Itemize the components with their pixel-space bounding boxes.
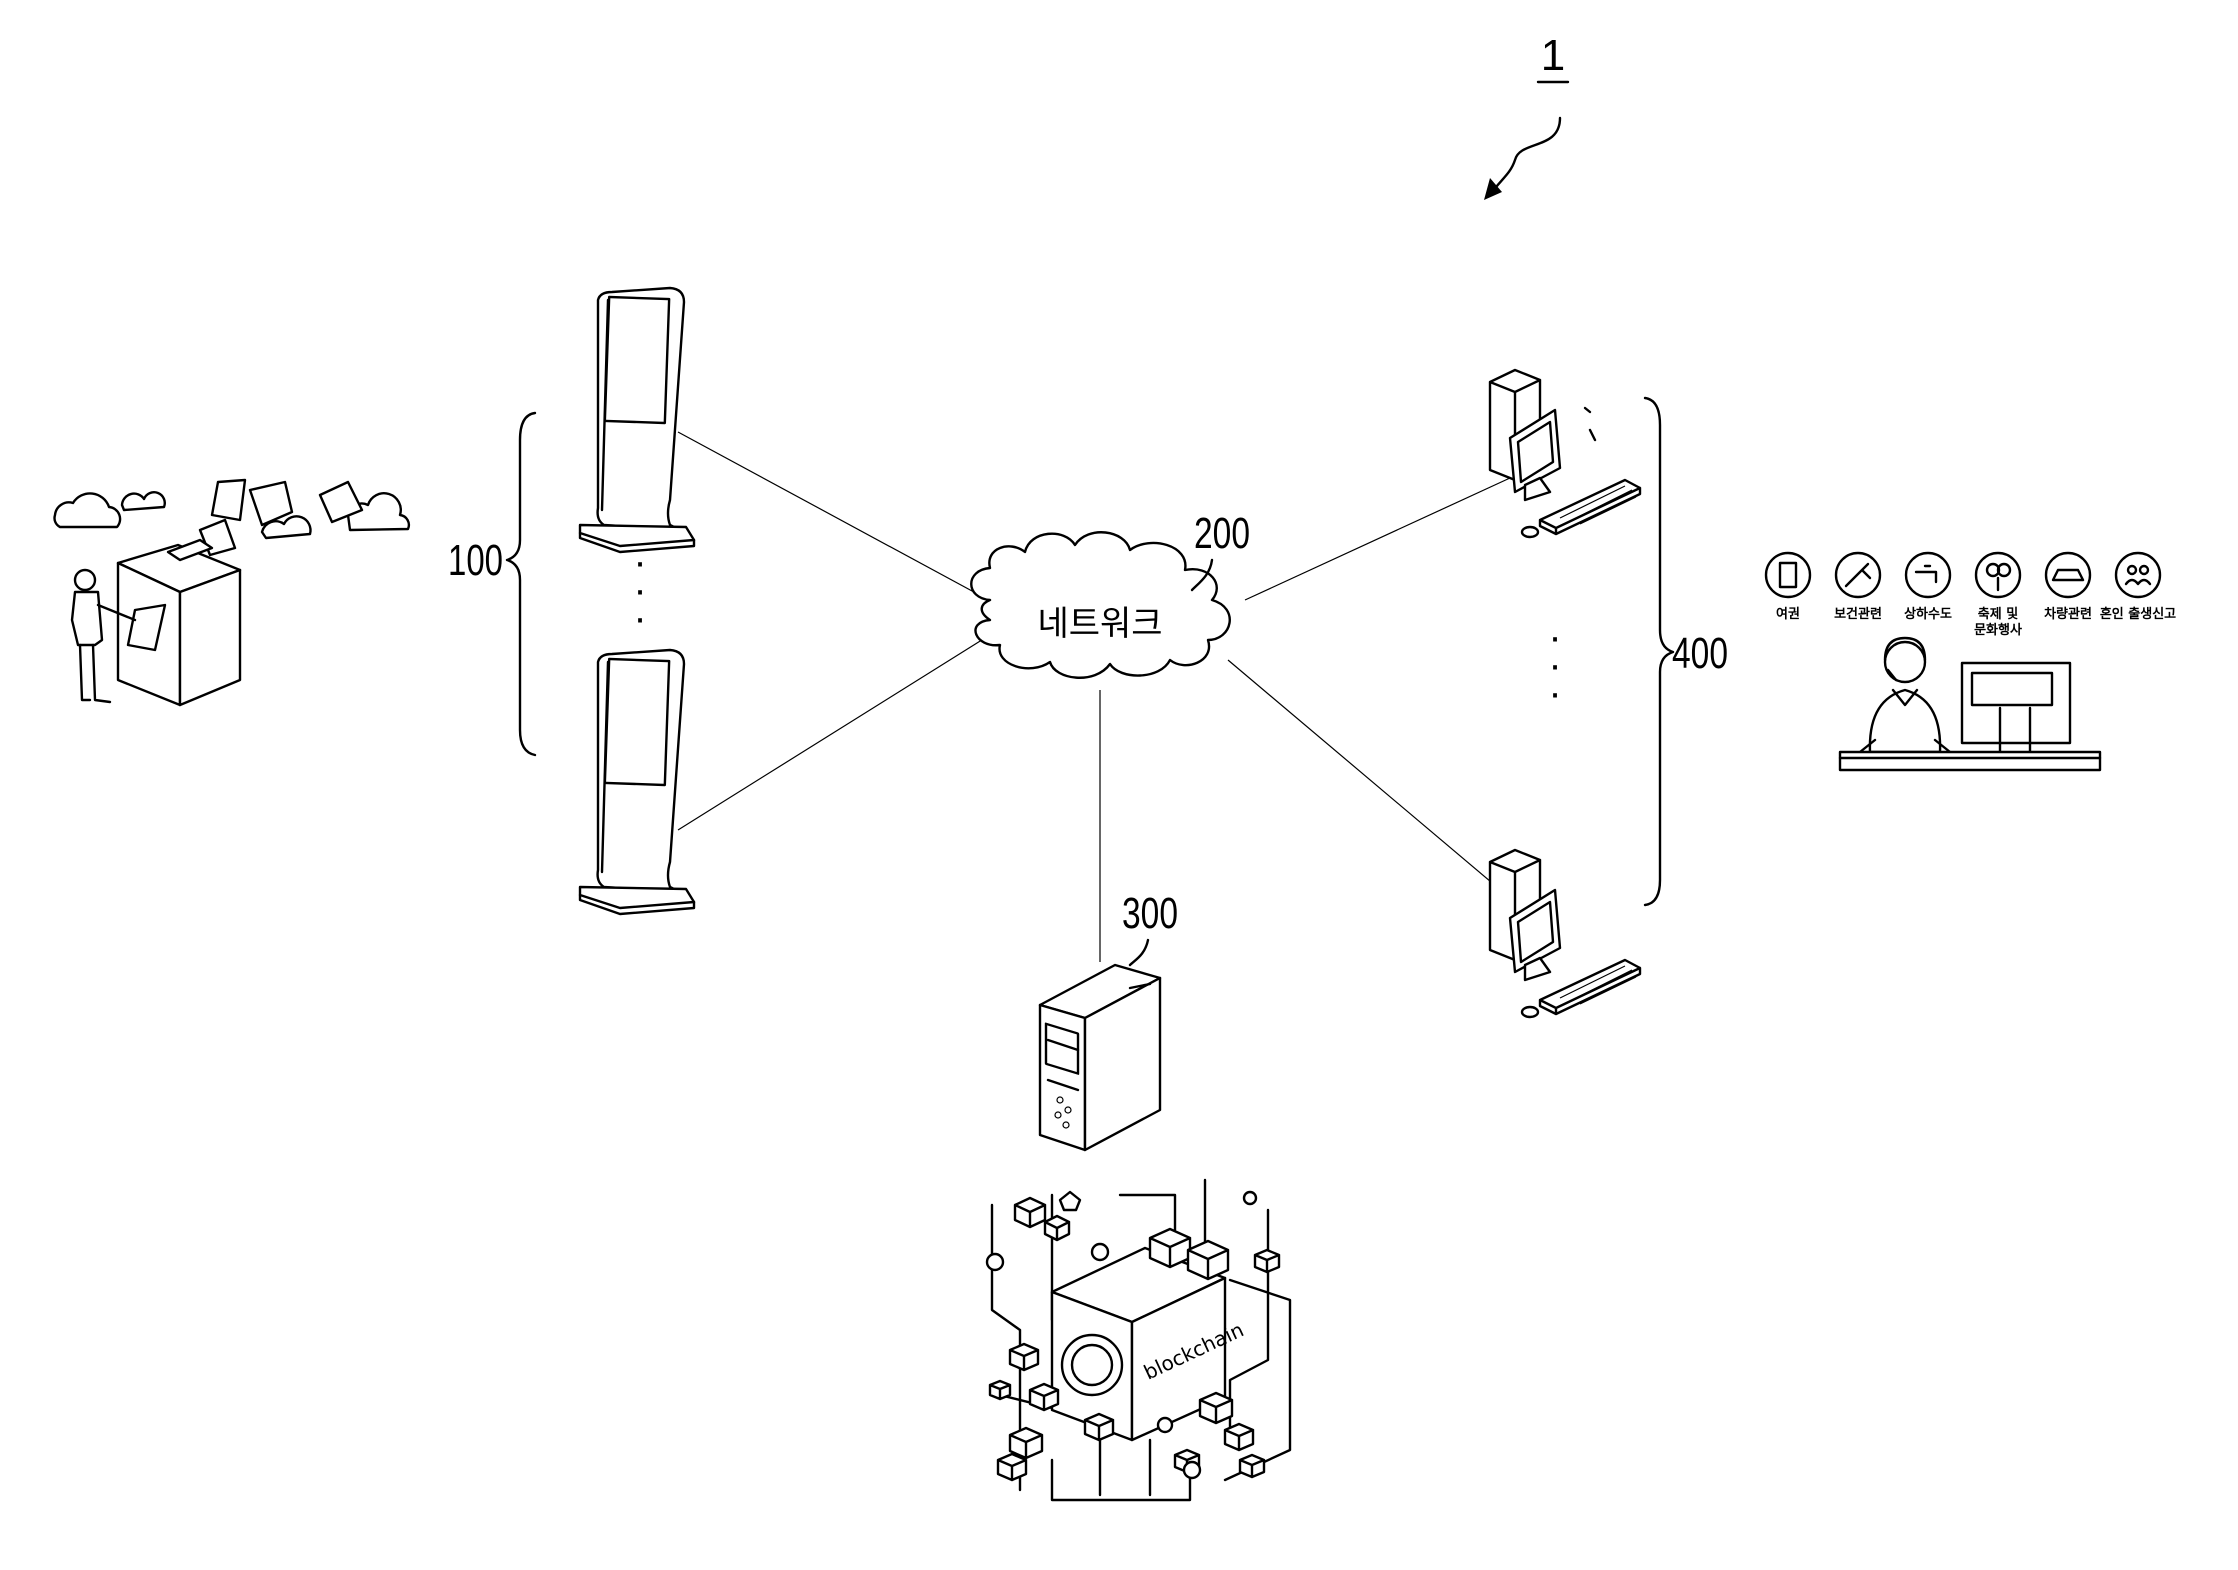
lock-icon: [1156, 1416, 1174, 1434]
service-label: 여권: [1776, 606, 1800, 622]
water-tap-icon: [1904, 551, 1952, 599]
svg-text:·: ·: [633, 596, 646, 640]
svg-text:·: ·: [633, 568, 646, 612]
desk-monitor: [1838, 661, 2102, 772]
kiosk-bottom: [578, 648, 696, 916]
service-label: 상하수도: [1904, 606, 1952, 622]
terminal-top: [1488, 368, 1642, 539]
service-label: 보건관련: [1834, 606, 1882, 622]
connection-lines: [677, 431, 1511, 962]
service-labels: 여권 보건관련 상하수도 축제 및 문화행사 차량관련 혼인 출생신고: [1776, 606, 2176, 638]
service-label: 혼인 출생신고: [2100, 606, 2176, 622]
globe-icon: [985, 1252, 1005, 1272]
magnifier-icon: [1242, 1190, 1258, 1206]
family-icon: [2114, 551, 2162, 599]
cloud-icon: [53, 492, 122, 529]
svg-text:·: ·: [1548, 671, 1561, 715]
svg-text:·: ·: [1548, 643, 1561, 687]
service-label-line2: 문화행사: [1974, 622, 2022, 638]
passport-icon: [1764, 551, 1812, 599]
kiosk-group: · · · 100: [448, 286, 696, 916]
service-label: 차량관련: [2044, 606, 2092, 622]
network-cloud: 네트워크 200: [970, 509, 1250, 679]
network-label: 네트워크: [1037, 605, 1162, 643]
kiosk-top: [578, 286, 696, 554]
server: 300: [1038, 889, 1178, 1152]
service-icons: [1764, 551, 2162, 599]
document-submission-illustration: [53, 478, 411, 707]
arrow-head-icon: [1484, 178, 1502, 200]
gear-icon: [1090, 1242, 1110, 1262]
shield-icon: [1058, 1190, 1082, 1212]
server-ref-label: 300: [1122, 889, 1178, 938]
terminal-brace: [1643, 396, 1675, 907]
system-reference: 1: [1484, 31, 1570, 200]
network-ref-label: 200: [1194, 509, 1250, 558]
terminal-ref-label: 400: [1672, 629, 1728, 678]
svg-text:·: ·: [1548, 615, 1561, 659]
car-icon: [2044, 551, 2092, 599]
kiosk-brace: [505, 411, 537, 757]
blockchain-illustration: blockchain: [985, 1178, 1292, 1502]
coin-icon: [1182, 1460, 1202, 1480]
kiosk-ellipsis: · · ·: [633, 540, 646, 640]
civil-service-illustration: 여권 보건관련 상하수도 축제 및 문화행사 차량관련 혼인 출생신고: [1764, 551, 2176, 772]
cloud-icon: [120, 491, 166, 512]
operator: [1858, 636, 1952, 754]
terminal-bottom: [1488, 848, 1642, 1019]
service-label: 축제 및: [1978, 606, 2018, 622]
terminal-group: · · · 400: [1488, 368, 1728, 1019]
svg-text:·: ·: [633, 540, 646, 584]
terminal-ellipsis: · · ·: [1548, 615, 1561, 715]
kiosk-ref-label: 100: [448, 536, 503, 585]
system-ref-label: 1: [1541, 31, 1565, 80]
